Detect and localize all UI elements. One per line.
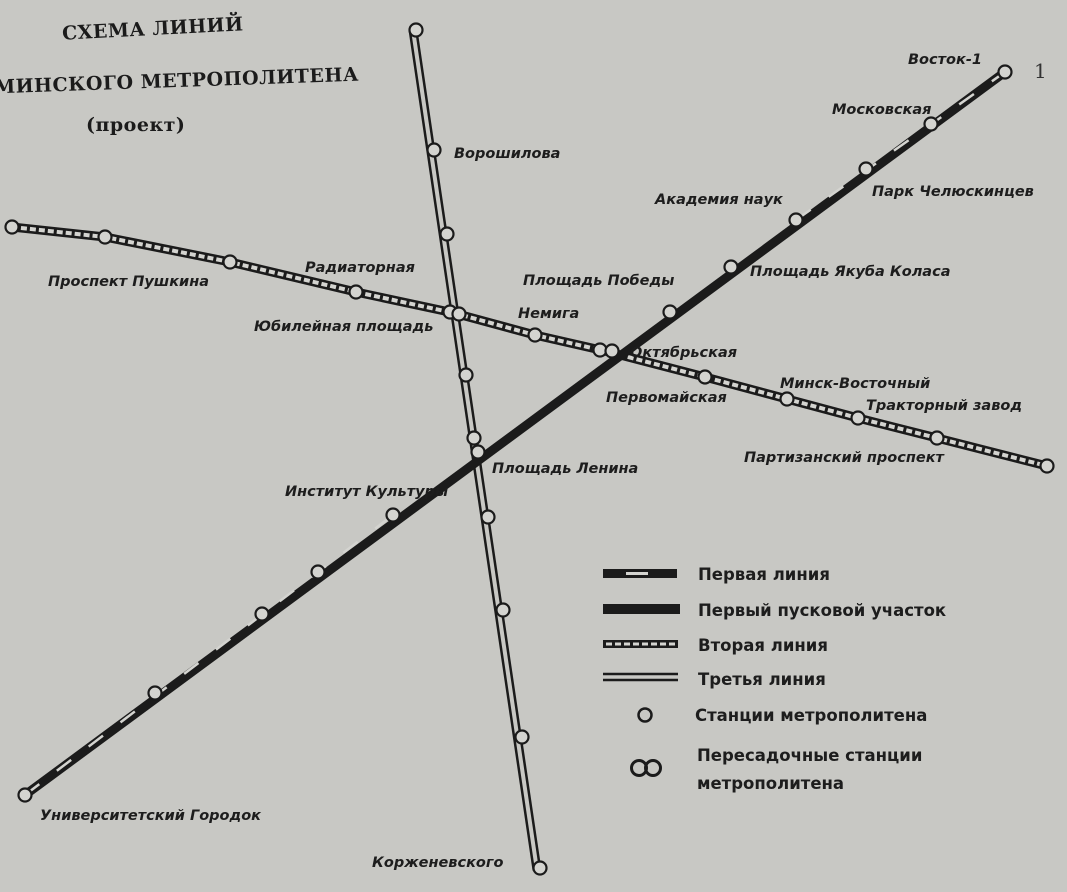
- station-marker: [788, 212, 804, 228]
- legend: Первая линия Первый пусковой участок Вто…: [603, 565, 946, 793]
- legend-first-launch-symbol: [603, 604, 680, 614]
- legend-first-launch: Первый пусковой участок: [698, 601, 946, 620]
- station-marker: [458, 367, 474, 383]
- label-moskovskaya: Московская: [832, 102, 932, 118]
- legend-transfer-line1: Пересадочные станции: [697, 746, 922, 765]
- label-prospekt-pushkina: Проспект Пушкина: [48, 274, 209, 290]
- station-marker: [495, 602, 511, 618]
- label-oktyabrskaya: Октябрьская: [630, 345, 737, 361]
- station-marker: [514, 729, 530, 745]
- label-ploshchad-lenina: Площадь Ленина: [492, 461, 638, 477]
- station-marker: [723, 259, 739, 275]
- station-marker: [923, 116, 939, 132]
- station-marker: [17, 787, 33, 803]
- label-partizansky-prospekt: Партизанский проспект: [744, 450, 946, 466]
- label-pervomayskaya: Первомайская: [606, 390, 727, 406]
- label-radiatornaya: Радиаторная: [305, 260, 415, 276]
- legend-stations: Станции метрополитена: [695, 706, 927, 725]
- legend-first-line: Первая линия: [698, 565, 830, 584]
- station-marker: [4, 219, 20, 235]
- label-vostok-1: Восток-1: [908, 52, 982, 68]
- station-marker: [222, 254, 238, 270]
- label-nemiga: Немига: [518, 306, 579, 322]
- line-number-label: 1: [1034, 59, 1047, 83]
- station-marker: [697, 369, 713, 385]
- map-title-line3: (проект): [86, 114, 186, 136]
- second-line: [11, 222, 1049, 471]
- label-traktorny-zavod: Тракторный завод: [866, 398, 1022, 414]
- station-marker: [466, 430, 482, 446]
- station-marker: [310, 564, 326, 580]
- first-line: [22, 68, 1008, 799]
- label-park-chelyuskintsev: Парк Челюскинцев: [872, 184, 1034, 200]
- station-marker: [385, 507, 401, 523]
- station-icon: [637, 707, 653, 723]
- station-marker: [254, 606, 270, 622]
- label-korzhenevskogo: Корженевского: [372, 855, 503, 871]
- station-marker: [929, 430, 945, 446]
- label-yubileynaya: Юбилейная площадь: [254, 319, 433, 335]
- station-marker: [1039, 458, 1055, 474]
- station-labels: Восток-1 1 Московская Парк Челюскинцев А…: [40, 52, 1047, 871]
- legend-third-line: Третья линия: [698, 670, 826, 689]
- station-marker: [779, 391, 795, 407]
- station-marker: [147, 685, 163, 701]
- label-ploshchad-yakuba-kolasa: Площадь Якуба Коласа: [750, 264, 950, 280]
- station-marker: [527, 327, 543, 343]
- station-marker: [662, 304, 678, 320]
- station-marker: [604, 343, 620, 359]
- label-universitetsky-gorodok: Университетский Городок: [40, 808, 262, 824]
- station-marker: [426, 142, 442, 158]
- station-marker: [850, 410, 866, 426]
- label-minsk-vostochny: Минск-Восточный: [780, 376, 930, 392]
- legend-transfer-line2: метрополитена: [697, 774, 844, 793]
- station-marker: [470, 444, 486, 460]
- station-marker: [348, 284, 364, 300]
- station-marker: [532, 860, 548, 876]
- legend-second-line: Вторая линия: [698, 636, 828, 655]
- station-marker: [858, 161, 874, 177]
- legend-second-line-symbol: [603, 640, 678, 648]
- stations: [4, 22, 1055, 876]
- station-marker: [439, 226, 455, 242]
- station-marker: [97, 229, 113, 245]
- label-institut-kultury: Институт Культуры: [285, 484, 448, 500]
- station-marker: [451, 306, 467, 322]
- label-akademiya-nauk: Академия наук: [654, 192, 784, 208]
- label-voroshilova: Ворошилова: [454, 146, 560, 162]
- label-ploshchad-pobedy: Площадь Победы: [523, 273, 674, 289]
- station-marker: [997, 64, 1013, 80]
- station-marker: [480, 509, 496, 525]
- station-marker: [408, 22, 424, 38]
